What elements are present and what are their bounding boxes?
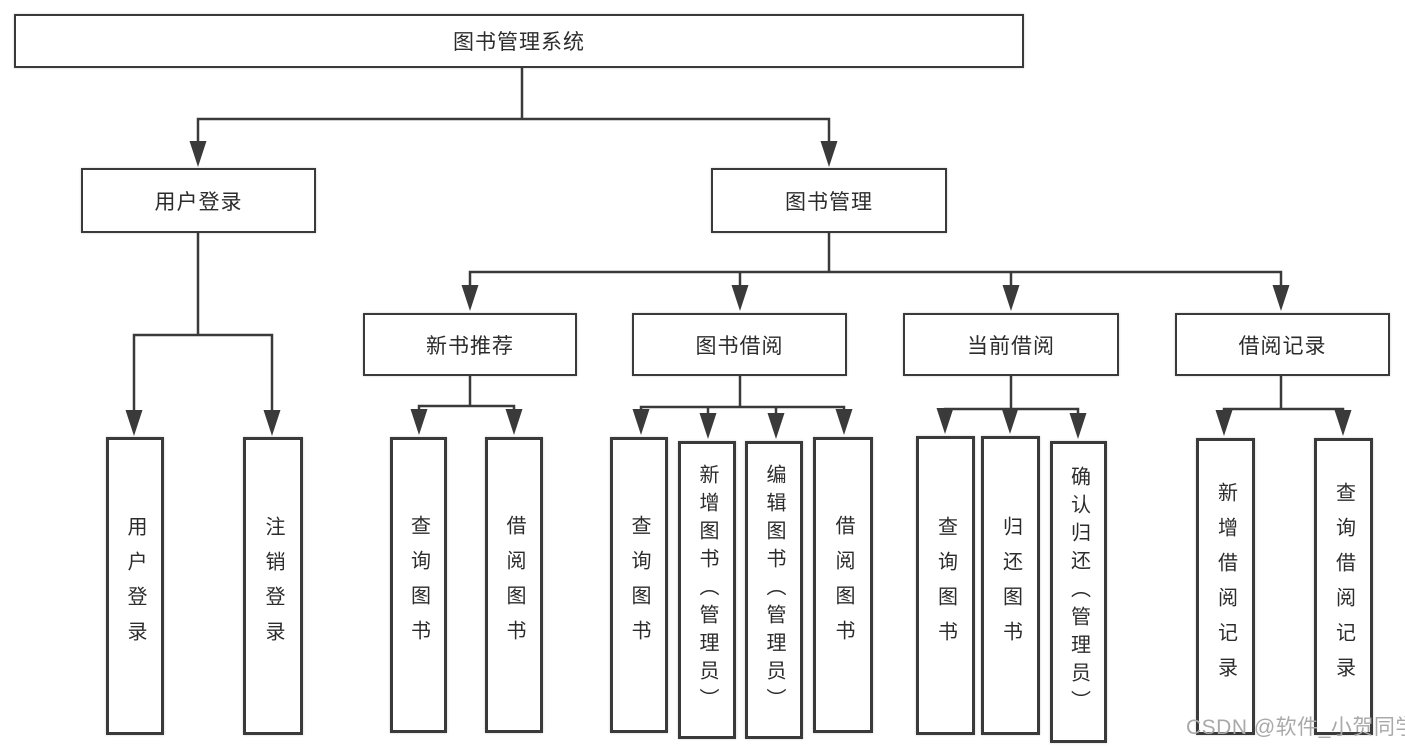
node-label: 注销登录 [262,516,284,656]
node-rc-query-record: 查询借阅记录 [1314,438,1373,735]
node-label: 查询图书 [934,515,957,656]
node-current-borrowing: 当前借阅 [903,313,1119,376]
node-label: 归还图书 [999,515,1022,656]
node-label: 确认归还（管理员） [1067,466,1090,718]
node-root: 图书管理系统 [14,14,1024,68]
node-borrow-records: 借阅记录 [1175,313,1390,376]
node-label: 新增借阅记录 [1214,481,1237,692]
node-bb-query-books: 查询图书 [610,437,668,733]
node-label: 借阅图书 [832,515,854,655]
node-label: 编辑图书（管理员） [763,464,785,716]
watermark: CSDN @软件_小贺同学 [1186,716,1405,739]
node-rc-add-record: 新增借阅记录 [1196,438,1255,735]
node-user-login-leaf: 用户登录 [106,437,164,735]
node-book-management: 图书管理 [711,168,947,233]
node-user-login: 用户登录 [81,168,316,233]
node-label: 用户登录 [124,516,146,656]
node-cb-confirm-return-admin: 确认归还（管理员） [1050,441,1107,743]
node-label: 查询借阅记录 [1332,481,1355,692]
node-nb-query-books: 查询图书 [390,437,447,733]
node-cb-query-books: 查询图书 [916,436,975,735]
node-nb-borrow-books: 借阅图书 [485,437,543,733]
node-logout-leaf: 注销登录 [243,437,303,735]
node-bb-edit-books-admin: 编辑图书（管理员） [745,441,803,739]
node-label: 查询图书 [407,515,430,655]
node-bb-borrow-books: 借阅图书 [813,437,873,733]
node-bb-add-books-admin: 新增图书（管理员） [678,441,736,739]
node-label: 查询图书 [628,515,650,655]
node-label: 新增图书（管理员） [696,464,718,716]
node-book-borrowing: 图书借阅 [632,313,847,376]
node-new-book-recommend: 新书推荐 [363,313,577,376]
node-label: 借阅图书 [503,515,525,655]
node-cb-return-books: 归还图书 [981,436,1040,735]
